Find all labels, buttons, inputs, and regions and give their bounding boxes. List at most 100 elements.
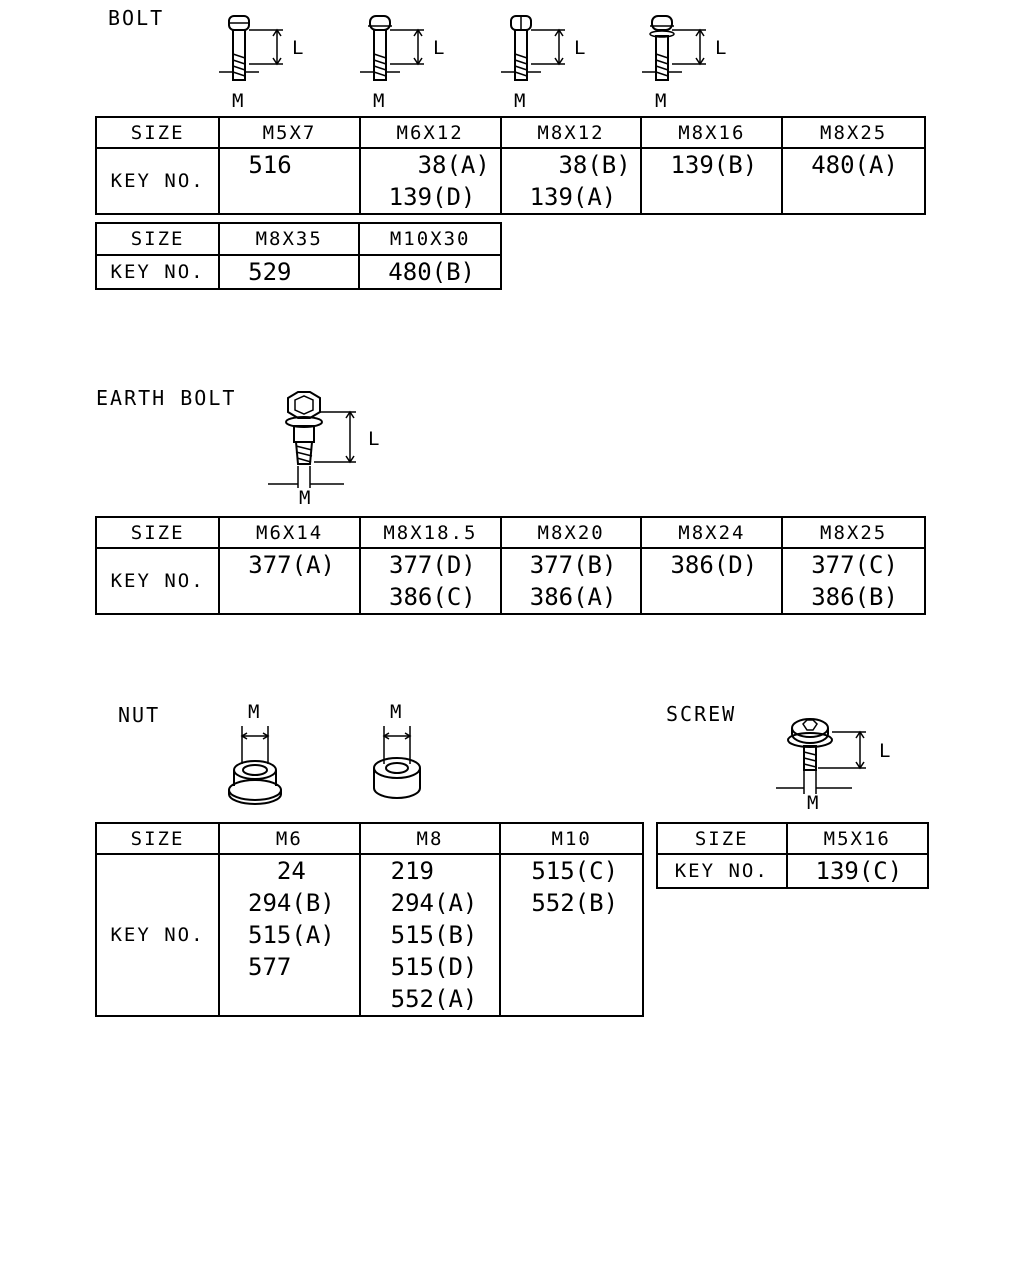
nut-1-m-label: M [248,701,260,723]
nut-figure-2 [373,726,421,799]
size-cell: M6 [218,822,361,855]
key-no-cell: 38(A) 139(D) [358,147,502,215]
key-no-value: 294(A) [390,889,478,917]
nut-figure-1 [228,726,282,805]
key-no-value: 38(B) [529,151,631,179]
key-no-value: 515(D) [390,953,478,981]
size-cell: M8 [358,822,502,855]
screw-section-title: SCREW [666,702,737,726]
size-cell: M6X14 [218,516,362,549]
size-cell: M8X20 [499,516,643,549]
key-no-value: 386(D) [670,551,758,579]
bolt-table-2: SIZE M8X35 M10X30 KEY NO. 529 480(B) [94,222,502,290]
nut-section-title: NUT [118,703,161,727]
key-no-value: 294(B) [248,889,335,917]
nut-table: SIZE M6 M8 M10 KEY NO. 24 294(B) 515(A) … [94,822,644,1017]
key-no-value: 577 [248,953,292,981]
size-cell: M10 [499,822,644,855]
key-no-row-label: KEY NO. [94,254,221,290]
key-no-cell: 377(A) [218,547,362,615]
size-cell: M5X7 [218,116,361,149]
key-no-value: 552(B) [531,889,619,917]
bolt-4-m-label: M [655,90,667,112]
key-no-value: 38(A) [388,151,490,179]
screw-table: SIZE M5X16 KEY NO. 139(C) [656,822,929,889]
bolt-figure-2 [360,15,424,81]
key-no-value: 24 [248,857,306,885]
key-no-value: 139(B) [670,151,758,179]
key-no-value: 377(C) [811,551,898,579]
size-cell: M8X35 [218,222,361,256]
bolt-4-l-label: L [715,37,727,59]
size-cell: M10X30 [358,222,502,256]
key-no-cell: 377(D) 386(C) [359,547,502,615]
key-no-cell: 480(A) [781,147,926,215]
key-no-cell: 529 [218,254,361,290]
key-no-value: 480(A) [811,151,898,179]
size-row-label: SIZE [94,116,221,149]
key-no-value: 139(C) [815,857,903,885]
bolt-2-l-label: L [433,37,445,59]
key-no-value: 139(D) [388,183,476,211]
key-no-value: 480(B) [388,258,475,286]
key-no-cell: 219 294(A) 515(B) 515(D) 552(A) [358,853,502,1017]
key-no-value: 219 [390,857,435,885]
key-no-value: 139(A) [529,183,617,211]
key-no-row-label: KEY NO. [94,853,221,1017]
key-no-cell: 38(B) 139(A) [499,147,643,215]
key-no-cell: 480(B) [358,254,502,290]
key-no-cell: 377(B) 386(A) [499,547,643,615]
key-no-value: 386(C) [389,583,476,611]
nut-2-m-label: M [390,701,402,723]
key-no-value: 529 [248,258,292,286]
earth-bolt-m-label: M [299,487,311,509]
size-row-label: SIZE [94,822,221,855]
key-no-row-label: KEY NO. [94,547,221,615]
key-no-value: 552(A) [390,985,478,1013]
size-row-label: SIZE [656,822,788,855]
key-no-cell: 24 294(B) 515(A) 577 [218,853,361,1017]
bolt-section-title: BOLT [108,6,165,30]
key-no-value: 386(A) [529,583,617,611]
size-cell: M6X12 [358,116,502,149]
bolt-1-l-label: L [292,37,304,59]
bolt-3-m-label: M [514,90,526,112]
size-cell: M8X18.5 [359,516,502,549]
size-cell: M8X16 [640,116,784,149]
bolt-1-m-label: M [232,90,244,112]
key-no-cell: 139(B) [640,147,784,215]
screw-figure [776,718,866,794]
screw-m-label: M [807,792,819,814]
key-no-row-label: KEY NO. [94,147,221,215]
key-no-value: 515(B) [390,921,478,949]
bolt-figure-3 [501,15,565,81]
key-no-value: 377(B) [529,551,617,579]
key-no-cell: 516 [218,147,361,215]
size-cell: M8X12 [499,116,643,149]
size-cell: M8X25 [781,116,926,149]
bolt-2-m-label: M [373,90,385,112]
earth-bolt-figure [268,391,356,488]
size-row-label: SIZE [94,516,221,549]
bolt-3-l-label: L [574,37,586,59]
earth-bolt-l-label: L [368,428,380,450]
key-no-cell: 515(C) 552(B) [499,853,644,1017]
bolt-figure-1 [219,15,283,81]
screw-l-label: L [879,740,891,762]
key-no-value: 377(A) [248,551,335,579]
key-no-value: 386(B) [811,583,898,611]
key-no-value: 515(C) [531,857,619,885]
key-no-value: 377(D) [389,551,476,579]
earth-bolt-section-title: EARTH BOLT [96,386,237,410]
size-row-label: SIZE [94,222,221,256]
key-no-cell: 139(C) [785,853,929,889]
key-no-value: 515(A) [248,921,335,949]
size-cell: M8X24 [640,516,784,549]
key-no-cell: 377(C) 386(B) [781,547,926,615]
size-cell: M5X16 [785,822,929,855]
size-cell: M8X25 [781,516,926,549]
key-no-row-label: KEY NO. [656,853,788,889]
bolt-figure-4 [642,15,706,81]
bolt-table-1: SIZE M5X7 M6X12 M8X12 M8X16 M8X25 KEY NO… [94,116,926,215]
earth-bolt-table: SIZE M6X14 M8X18.5 M8X20 M8X24 M8X25 KEY… [94,516,926,615]
